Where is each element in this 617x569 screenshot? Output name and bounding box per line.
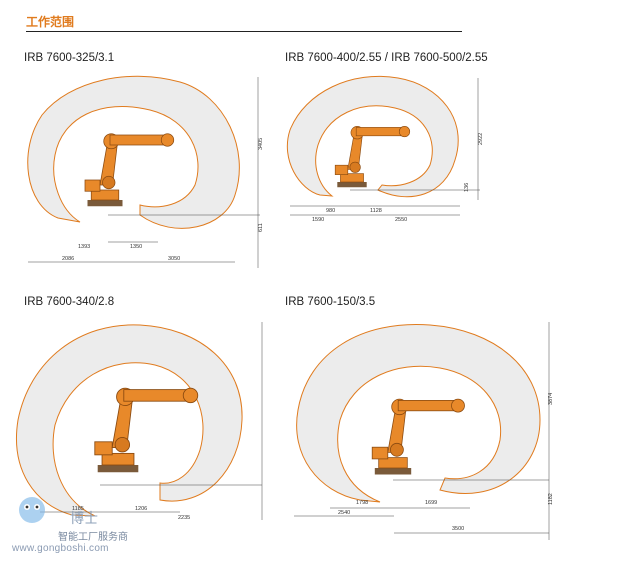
dim-rear-total: 2086 [62, 256, 74, 262]
section-title: 工作范围 [26, 15, 75, 29]
robot-icon [371, 398, 465, 475]
dim-base-height: 611 [258, 223, 264, 232]
robot-icon [334, 126, 411, 188]
watermark-brand: 博士 [70, 510, 98, 526]
dim-height: 3405 [258, 138, 264, 150]
dim-rear-total: 1590 [312, 217, 324, 223]
dim-rear-reach: 1393 [78, 244, 90, 250]
dim-front-reach: 1699 [425, 500, 437, 506]
dim-height: 3874 [548, 393, 554, 405]
dim-front-total: 3050 [168, 256, 180, 262]
diagram-150: 3874 1182 1798 1699 2540 3500 [294, 322, 554, 540]
robot-icon [94, 387, 199, 473]
dim-front-reach: 1206 [135, 506, 147, 512]
dim-front-reach: 1128 [370, 208, 382, 214]
watermark-mascot-icon [19, 497, 45, 523]
diagram-325: 3405 611 1393 1350 2086 3050 [27, 75, 264, 268]
dim-front-reach: 1350 [130, 244, 142, 250]
dim-total: 2235 [178, 515, 190, 521]
robot-icon [84, 133, 175, 207]
work-envelope-340 [16, 324, 243, 517]
diagram-340: 1185 1206 2235 [16, 322, 263, 521]
model-label-400-500: IRB 7600-400/2.55 / IRB 7600-500/2.55 [285, 52, 488, 64]
dim-rear-reach: 1185 [72, 506, 84, 512]
dim-rear-reach: 980 [326, 208, 335, 214]
diagram-400-500: 2922 136 980 1128 1590 2550 [286, 75, 484, 223]
work-envelope-150 [296, 323, 541, 503]
work-envelope-325 [27, 75, 240, 229]
dim-rear-reach: 1798 [356, 500, 368, 506]
work-envelope-400-500 [286, 75, 459, 198]
dim-front-total: 2550 [395, 217, 407, 223]
dim-height: 2922 [478, 133, 484, 145]
title-divider [26, 31, 462, 32]
dim-front-total: 3500 [452, 526, 464, 532]
dim-rear-total: 2540 [338, 510, 350, 516]
watermark-caption: 智能工厂服务商 [58, 532, 128, 543]
dim-base-height: 136 [464, 183, 470, 192]
dim-base-height: 1182 [548, 493, 554, 505]
model-label-325: IRB 7600-325/3.1 [24, 52, 115, 64]
model-label-340: IRB 7600-340/2.8 [24, 296, 115, 308]
model-label-150: IRB 7600-150/3.5 [285, 296, 376, 308]
watermark-url: www.gongboshi.com [12, 543, 109, 554]
